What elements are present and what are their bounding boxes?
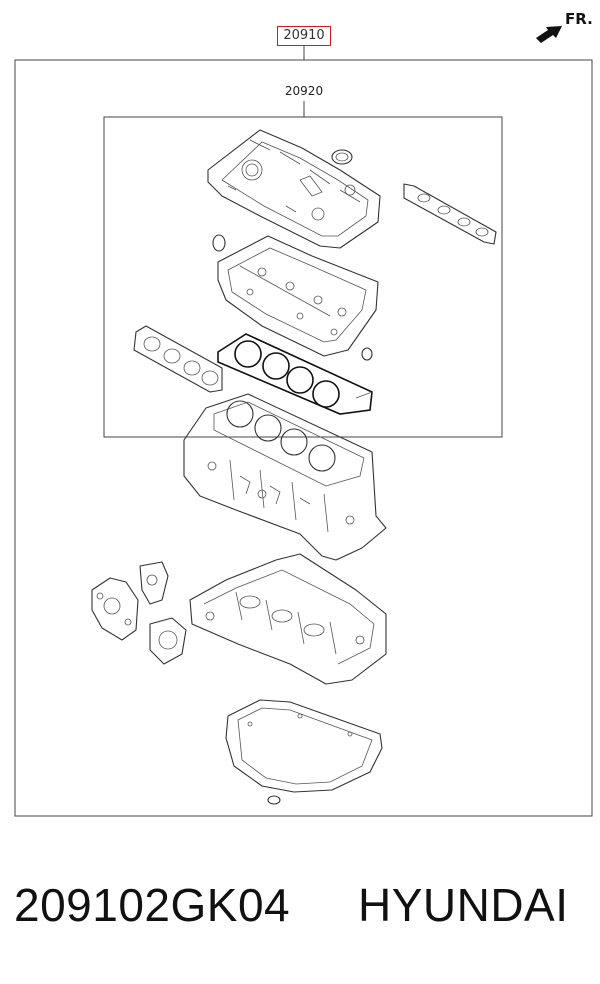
part-number: 209102GK04	[14, 879, 291, 931]
ladder-frame-part	[189, 553, 387, 685]
brand-name: HYUNDAI	[358, 879, 569, 931]
oil-filter-housing-part	[91, 577, 139, 641]
exploded-gasket-kit-diagram	[14, 26, 593, 817]
plug-seal-part	[361, 347, 373, 361]
housing-gasket-part	[139, 561, 169, 605]
seal-ring-part	[331, 149, 353, 165]
head-gasket-part	[217, 333, 373, 415]
intake-gasket-part	[133, 325, 223, 393]
exhaust-gasket-part	[403, 183, 497, 245]
valve-cover-part	[207, 129, 381, 249]
cylinder-block-part	[183, 393, 387, 561]
front-direction-label: FR.	[565, 10, 593, 28]
subassembly-frame	[103, 116, 503, 438]
water-pump-gasket-part	[149, 617, 187, 665]
o-ring-part	[212, 234, 226, 252]
subassembly-callout: 20920	[284, 84, 324, 98]
front-arrow-icon	[536, 26, 562, 43]
oil-pan-part	[225, 699, 383, 805]
cylinder-head-part	[217, 235, 379, 357]
assembly-frame	[14, 59, 593, 817]
assembly-callout: 20910	[277, 26, 331, 46]
